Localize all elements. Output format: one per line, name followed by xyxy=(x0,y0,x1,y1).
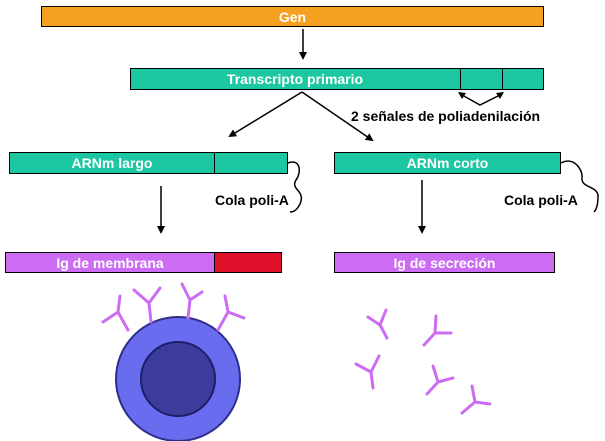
membrane-antibody-2 xyxy=(132,286,162,324)
secreted-antibody-5 xyxy=(460,384,492,415)
membrane-antibody-3 xyxy=(180,282,204,320)
polya-tail-label-left: Cola poli-A xyxy=(215,192,289,208)
secreted-antibodies xyxy=(354,308,492,415)
arrow-to-short-mrna xyxy=(301,91,374,142)
arrow-to-long-mrna xyxy=(228,91,303,138)
polyadenylation-arrowhead-left xyxy=(458,92,466,99)
short-mrna-label: ARNm corto xyxy=(406,155,489,171)
short-mrna-bar xyxy=(334,152,561,174)
membrane-anchor-segment xyxy=(214,252,282,273)
polya-tail-label-right: Cola poli-A xyxy=(504,192,578,208)
secreted-antibody-1 xyxy=(366,308,389,340)
secreted-ig-label: Ig de secreción xyxy=(393,254,496,271)
polya-tail-squiggle-right xyxy=(560,160,599,213)
polya-tail-squiggle-left xyxy=(287,161,303,213)
membrane-antibody-4 xyxy=(216,294,246,332)
secreted-antibody-3 xyxy=(354,354,381,390)
primary-transcript-label: Transcripto primario xyxy=(226,71,364,87)
secreted-ig-bar xyxy=(334,252,555,273)
membrane-ig-label: Ig de membrana xyxy=(56,254,164,271)
membrane-antibodies xyxy=(101,282,246,332)
b-cell-nucleus xyxy=(140,341,216,417)
primary-transcript-segment-2 xyxy=(502,68,544,90)
membrane-antibody-1 xyxy=(101,294,130,332)
polyadenylation-arrowhead-right xyxy=(496,92,504,99)
polyadenylation-signals-label: 2 señales de poliadenilación xyxy=(351,108,541,124)
gene-bar xyxy=(41,6,544,27)
long-mrna-tail-segment xyxy=(214,152,288,174)
secreted-antibody-4 xyxy=(425,364,455,396)
secreted-antibody-2 xyxy=(422,314,453,347)
polyadenylation-signal-pointer xyxy=(461,94,501,106)
long-mrna-label: ARNm largo xyxy=(71,155,153,171)
gene-label: Gen xyxy=(278,8,307,25)
